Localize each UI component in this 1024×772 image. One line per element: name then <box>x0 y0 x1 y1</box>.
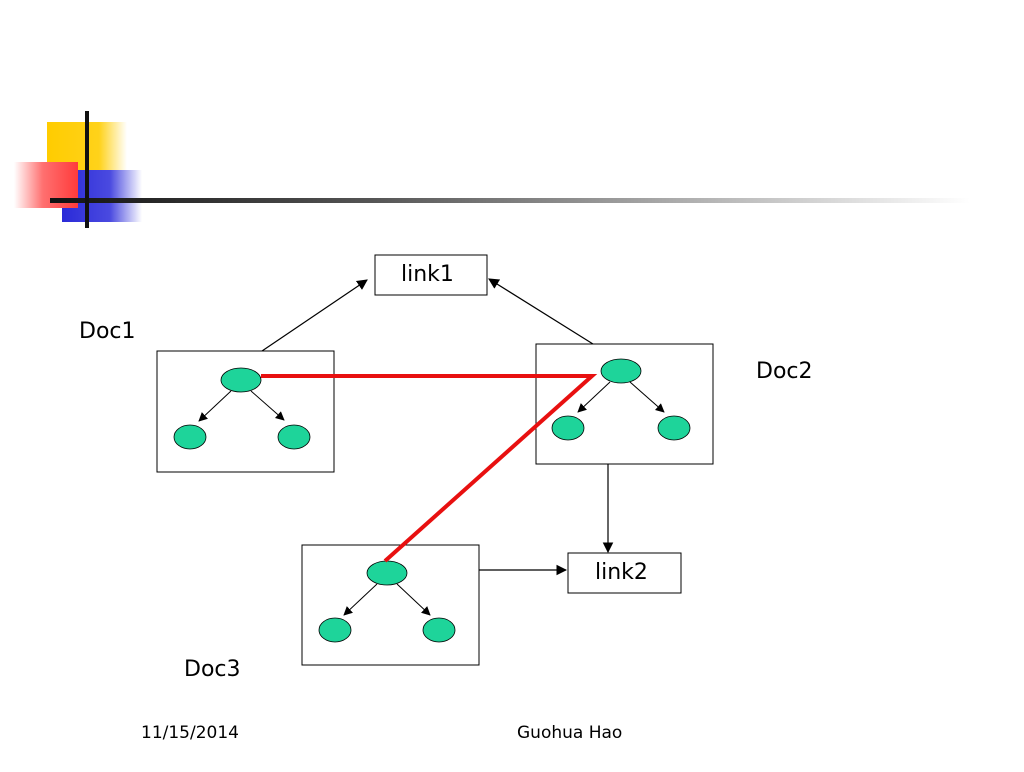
doc3-tree <box>318 560 456 643</box>
tree-node <box>173 424 207 450</box>
tree-node <box>422 617 456 643</box>
tree-node <box>366 560 408 586</box>
decor-horizontal-rule <box>50 198 970 203</box>
tree-edge <box>577 381 611 413</box>
footer-date: 11/15/2014 <box>141 723 239 743</box>
doc1-label: Doc1 <box>79 319 136 344</box>
link1-box <box>374 254 488 296</box>
link1-label: link1 <box>401 262 454 287</box>
tree-node <box>551 415 585 441</box>
tree-node <box>277 424 311 450</box>
link2-box <box>567 552 682 594</box>
footer-author: Guohua Hao <box>517 723 623 743</box>
highlight-path <box>261 374 598 563</box>
tree-edge <box>198 390 232 422</box>
tree-node <box>318 617 352 643</box>
tree-node <box>657 415 691 441</box>
tree-node <box>220 367 262 393</box>
doc2-tree <box>551 358 691 441</box>
doc2-label: Doc2 <box>756 359 813 384</box>
tree-edge <box>629 381 665 413</box>
doc1-to-link1-arrow <box>261 279 368 352</box>
tree-edge <box>250 390 285 421</box>
title-decoration <box>14 111 970 228</box>
link2-label: link2 <box>595 560 648 585</box>
decor-vertical-rule <box>85 111 89 228</box>
tree-edge <box>396 583 431 616</box>
doc3-label: Doc3 <box>184 657 241 682</box>
tree-edge <box>343 583 378 616</box>
tree-node <box>600 358 642 384</box>
doc2-to-link1-arrow <box>488 278 594 345</box>
doc1-tree <box>173 367 311 450</box>
